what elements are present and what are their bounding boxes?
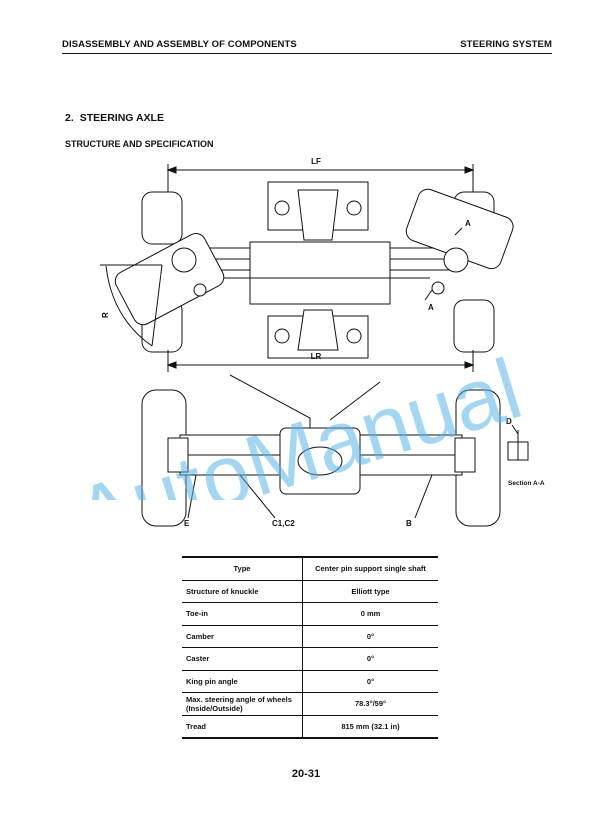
header-system: STEERING SYSTEM (460, 39, 552, 50)
leader-d (511, 424, 519, 435)
table-header-row: Type Center pin support single shaft (182, 556, 438, 581)
row-label: Max. steering angle of wheels (Inside/Ou… (182, 692, 303, 716)
lf-arrow-left (166, 166, 177, 174)
row-value: 0 mm (302, 602, 438, 626)
steering-axle-drawing: LF LR R A A B C1,C2 D E Section A-A (100, 157, 545, 528)
a-left-label: A (428, 303, 434, 312)
row-label: King pin angle (182, 669, 303, 693)
lower-bolt-left (274, 328, 290, 344)
section-title: 2. STEERING AXLE (65, 112, 164, 124)
row-value: 78.3°/59° (302, 692, 438, 716)
page-number: 20-31 (291, 768, 321, 780)
a-right-label: A (465, 219, 471, 228)
table-row: King pin angle 0° (182, 669, 438, 693)
bracket-bolt-right (346, 200, 362, 216)
e-label: E (184, 519, 190, 528)
page-header: DISASSEMBLY AND ASSEMBLY OF COMPONENTS S… (62, 38, 552, 54)
row-label: Tread (182, 714, 303, 739)
left-wheel-steered (114, 233, 225, 326)
center-pin-upper (297, 189, 339, 241)
section-view-label: Section A-A (508, 480, 545, 487)
c1c2-label: C1,C2 (272, 519, 295, 528)
left-wheel-top (141, 191, 183, 245)
top-view (100, 164, 514, 372)
row-value: 0° (302, 624, 438, 648)
bracket-bolt-left (274, 200, 290, 216)
header-value: Center pin support single shaft (302, 556, 438, 581)
row-label: Toe-in (182, 602, 303, 626)
table-row: Camber 0° (182, 624, 438, 648)
table-row: Structure of knuckle Elliott type (182, 579, 438, 603)
axle-center-body (249, 241, 391, 305)
row-label: Structure of knuckle (182, 579, 303, 603)
lr-label: LR (311, 352, 322, 361)
center-pin-boss (297, 446, 343, 476)
front-view (141, 374, 529, 527)
r-label: R (101, 312, 110, 318)
header-chapter: DISASSEMBLY AND ASSEMBLY OF COMPONENTS (62, 39, 297, 50)
lf-label: LF (311, 157, 321, 166)
leader-c1c2 (239, 474, 276, 519)
lr-arrow-right (464, 361, 475, 369)
center-pin-lower (297, 309, 339, 351)
leader-b (414, 474, 433, 519)
table-row: Caster 0° (182, 647, 438, 671)
subsection-title: STRUCTURE AND SPECIFICATION (65, 139, 214, 149)
figure-labels: LF LR R A A B C1,C2 D E Section A-A (101, 157, 545, 528)
lr-arrow-left (166, 361, 177, 369)
table-row: Max. steering angle of wheels (Inside/Ou… (182, 692, 438, 716)
table-row: Tread 815 mm (32.1 in) (182, 714, 438, 739)
left-hub (167, 437, 189, 473)
leader-a-left (424, 289, 433, 301)
d-label: D (506, 417, 512, 426)
left-knuckle (171, 247, 197, 273)
row-label: Caster (182, 647, 303, 671)
radius-arc (105, 265, 153, 347)
specification-table: Type Center pin support single shaft Str… (182, 556, 438, 739)
row-value: 0° (302, 669, 438, 693)
lower-bolt-right (346, 328, 362, 344)
section-number: 2. (65, 112, 74, 124)
leader-e (187, 474, 197, 519)
right-hub (454, 437, 476, 473)
radius-line (151, 264, 163, 347)
lf-arrow-right (464, 166, 475, 174)
row-value: 0° (302, 647, 438, 671)
row-label: Camber (182, 624, 303, 648)
frame-arm-right (329, 381, 381, 421)
b-label: B (406, 519, 412, 528)
table-row: Toe-in 0 mm (182, 602, 438, 626)
right-link-joint (431, 281, 445, 295)
row-value: Elliott type (302, 579, 438, 603)
header-label: Type (182, 556, 303, 581)
leader-a-right (454, 227, 463, 236)
right-wheel-bottom (453, 299, 495, 353)
right-knuckle (443, 247, 469, 273)
frame-arm-left (229, 374, 311, 428)
left-link-joint (193, 283, 207, 297)
section-title-text: STEERING AXLE (79, 112, 164, 124)
row-value: 815 mm (32.1 in) (302, 714, 438, 739)
